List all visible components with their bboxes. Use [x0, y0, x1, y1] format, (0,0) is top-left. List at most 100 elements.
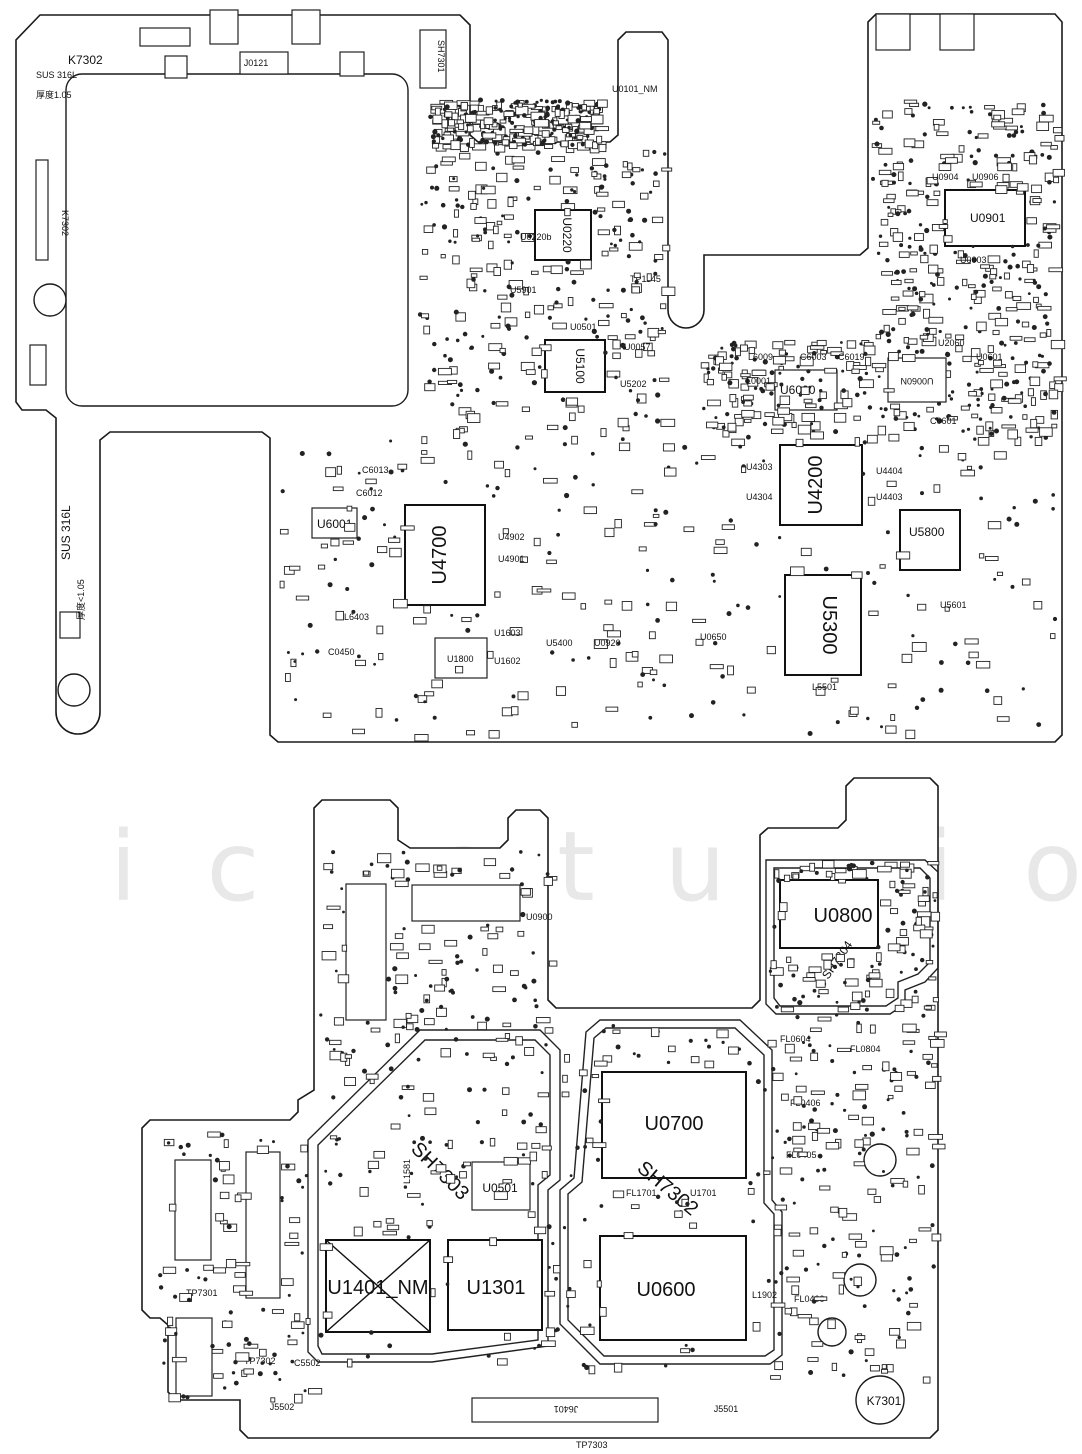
solder-pad [771, 1156, 775, 1160]
smd-component [207, 1131, 221, 1138]
solder-pad [907, 244, 912, 249]
smd-component [437, 367, 452, 376]
solder-pad [287, 1293, 291, 1297]
solder-pad [645, 602, 650, 607]
smd-component [534, 137, 541, 146]
smd-component [493, 267, 501, 276]
solder-pad [333, 557, 337, 562]
solder-pad [975, 370, 979, 374]
smd-component [838, 1207, 848, 1218]
smd-component [932, 1143, 946, 1150]
smd-component [980, 264, 990, 269]
solder-pad [482, 1087, 487, 1092]
solder-pad [864, 1007, 869, 1012]
solder-pad [385, 1042, 391, 1048]
component-label: U4403 [876, 492, 903, 502]
solder-pad [843, 980, 847, 985]
solder-pad [1009, 415, 1013, 419]
smd-component [984, 556, 999, 561]
smd-component [566, 1290, 576, 1298]
solder-pad [166, 1141, 171, 1145]
smd-component [593, 639, 608, 649]
smd-component [509, 128, 524, 133]
solder-pad [855, 392, 860, 398]
solder-pad [816, 1262, 820, 1266]
smd-component [844, 978, 859, 987]
smd-component [925, 960, 934, 965]
label-u6001: U6001 [317, 517, 353, 531]
smd-component [851, 368, 860, 374]
smd-component [900, 999, 913, 1008]
smd-component [432, 143, 440, 149]
smd-component [504, 317, 518, 327]
smd-component [740, 373, 751, 378]
smd-component [580, 116, 592, 122]
smd-component [451, 112, 459, 121]
solder-pad [233, 1360, 238, 1365]
smd-component [779, 395, 791, 405]
solder-pad [212, 1177, 218, 1183]
smd-component [612, 1190, 625, 1199]
smd-component [957, 453, 967, 461]
smd-component [455, 665, 464, 674]
solder-pad [924, 327, 930, 332]
solder-pad [878, 234, 883, 238]
smd-component [284, 1241, 300, 1246]
solder-pad [969, 110, 974, 114]
smd-component [1053, 376, 1067, 382]
smd-component [502, 528, 509, 535]
solder-pad [324, 1037, 330, 1042]
solder-pad [486, 1353, 491, 1358]
smd-component [817, 1016, 832, 1022]
smd-component [877, 865, 892, 873]
solder-pad [801, 994, 805, 999]
smd-component [365, 1073, 379, 1080]
solder-pad [546, 1224, 552, 1230]
smd-component [902, 1023, 917, 1033]
solder-pad [620, 437, 625, 442]
solder-pad [903, 1246, 907, 1250]
smd-component [977, 133, 989, 139]
smd-component [995, 185, 1008, 194]
solder-pad [762, 359, 768, 365]
smd-component [281, 1278, 294, 1286]
solder-pad [628, 389, 633, 393]
smd-component [719, 362, 733, 371]
solder-pad [653, 171, 658, 176]
smd-component [502, 1087, 510, 1095]
solder-pad [233, 1380, 239, 1386]
component-label: U4303 [746, 462, 773, 472]
smd-component [477, 1021, 487, 1031]
smd-component [902, 290, 914, 297]
smd-component [424, 691, 435, 697]
solder-pad [571, 658, 575, 662]
smd-component [994, 317, 1009, 327]
smd-component [793, 1147, 803, 1153]
solder-pad [516, 114, 520, 119]
solder-pad [436, 133, 441, 138]
solder-pad [573, 190, 577, 194]
smd-component [973, 289, 986, 298]
smd-component [778, 365, 784, 371]
antenna-clip-3 [817, 1317, 847, 1347]
solder-pad [509, 104, 514, 109]
smd-component [446, 127, 455, 132]
solder-pad [307, 622, 313, 628]
smd-component [922, 1053, 933, 1060]
solder-pad [810, 422, 814, 426]
smd-component [936, 131, 949, 137]
smd-component [851, 571, 863, 579]
smd-component [988, 393, 996, 401]
component-label: U4902 [498, 532, 525, 542]
smd-component [777, 911, 786, 921]
solder-pad [866, 571, 870, 575]
shield-sh7303 [307, 1029, 561, 1363]
smd-component [562, 1074, 568, 1083]
solder-pad [362, 1068, 367, 1074]
solder-pad [801, 1103, 806, 1108]
solder-pad [228, 1310, 233, 1315]
solder-pad [856, 1020, 861, 1025]
solder-pad [901, 1111, 906, 1115]
solder-pad [734, 355, 739, 361]
smd-component [873, 1196, 882, 1203]
